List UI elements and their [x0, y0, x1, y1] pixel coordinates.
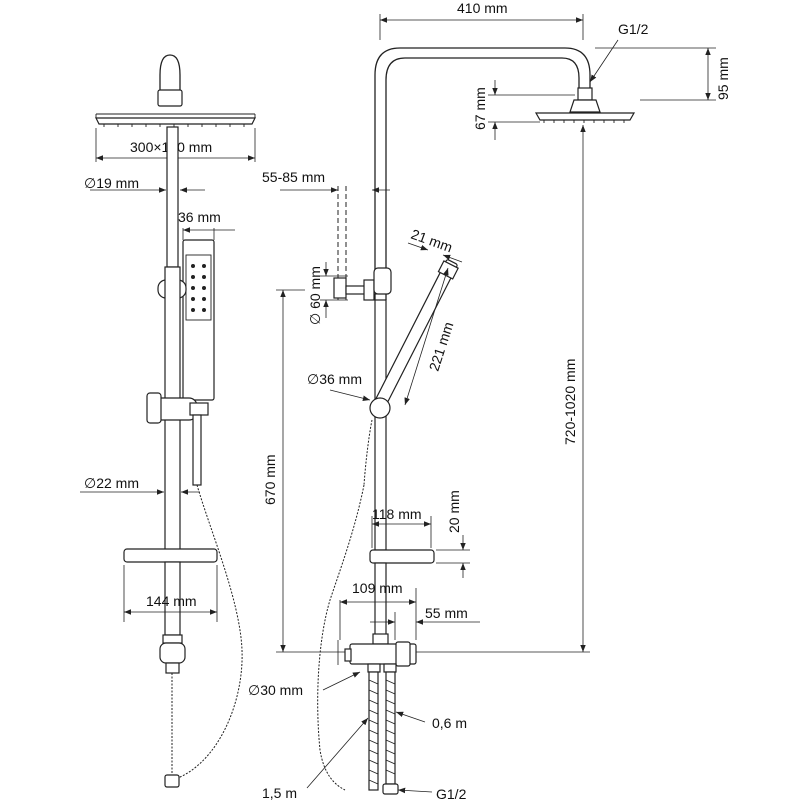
inlet-top-label: G1/2 [618, 21, 649, 37]
mixer-offset-label: 55 mm [425, 605, 468, 621]
front-slider [146, 392, 209, 424]
height-95-label: 95 mm [715, 57, 731, 100]
side-view: 410 mm G1/2 95 mm 67 mm 720-1020 mm [248, 0, 731, 800]
side-left-hose [368, 671, 379, 791]
mixer-width-label: 109 mm [352, 580, 403, 596]
handshower-tip-label: 21 mm [409, 226, 455, 256]
side-mixer-valve [344, 633, 417, 673]
front-shower-head [95, 113, 256, 127]
inlet-bottom-label: G1/2 [436, 786, 467, 800]
side-arm-inner [385, 57, 580, 300]
height-range-label: 720-1020 mm [562, 359, 578, 445]
side-left-hose-texture [368, 679, 379, 785]
front-hose-top [192, 414, 202, 486]
pipe-diameter-label: ∅22 mm [84, 475, 139, 491]
side-shelf [369, 549, 435, 564]
side-hose-end [382, 783, 399, 795]
holder-diameter-label: ∅ 60 mm [307, 266, 323, 325]
hose-length-1-label: 0,6 m [432, 715, 467, 731]
side-upper-hose [363, 419, 373, 486]
slider-diameter-label: ∅36 mm [307, 371, 362, 387]
side-right-hose [385, 671, 396, 785]
shelf-depth-label: 118 mm [372, 506, 422, 522]
side-lower-rod [374, 562, 387, 636]
front-upper-rod [166, 126, 179, 268]
front-shelf [123, 548, 218, 563]
side-head-neck [569, 99, 601, 113]
front-bottom-connector [159, 634, 186, 674]
shelf-width-label: 144 mm [146, 593, 197, 609]
side-long-hose [317, 484, 365, 791]
top-width-label: 410 mm [457, 0, 508, 16]
height-670-label: 670 mm [262, 454, 278, 505]
side-head-connector [577, 87, 593, 101]
adjust-range-label: 55-85 mm [262, 169, 325, 185]
rod-diameter-label: ∅19 mm [84, 175, 139, 191]
handshower-length-label: 221 mm [426, 320, 457, 373]
shelf-height-label: 20 mm [446, 490, 462, 533]
outlet-diameter-label: ∅30 mm [248, 682, 303, 698]
side-arm [374, 47, 591, 300]
front-top-arm [159, 54, 181, 105]
handshower-width-label: 36 mm [178, 209, 221, 225]
height-67-label: 67 mm [472, 87, 488, 130]
side-slider-ball [369, 397, 391, 419]
side-hand-shower-holder [333, 267, 392, 301]
side-shower-head [534, 112, 636, 123]
front-view: 300×190 mm ∅19 mm 36 mm [80, 54, 256, 788]
hose-length-2-label: 1,5 m [262, 785, 297, 800]
front-hand-shower [182, 239, 215, 401]
front-arm-connector [157, 89, 183, 107]
front-hose [177, 484, 243, 779]
front-hose-end [164, 774, 180, 788]
side-right-hose-texture [385, 679, 396, 775]
